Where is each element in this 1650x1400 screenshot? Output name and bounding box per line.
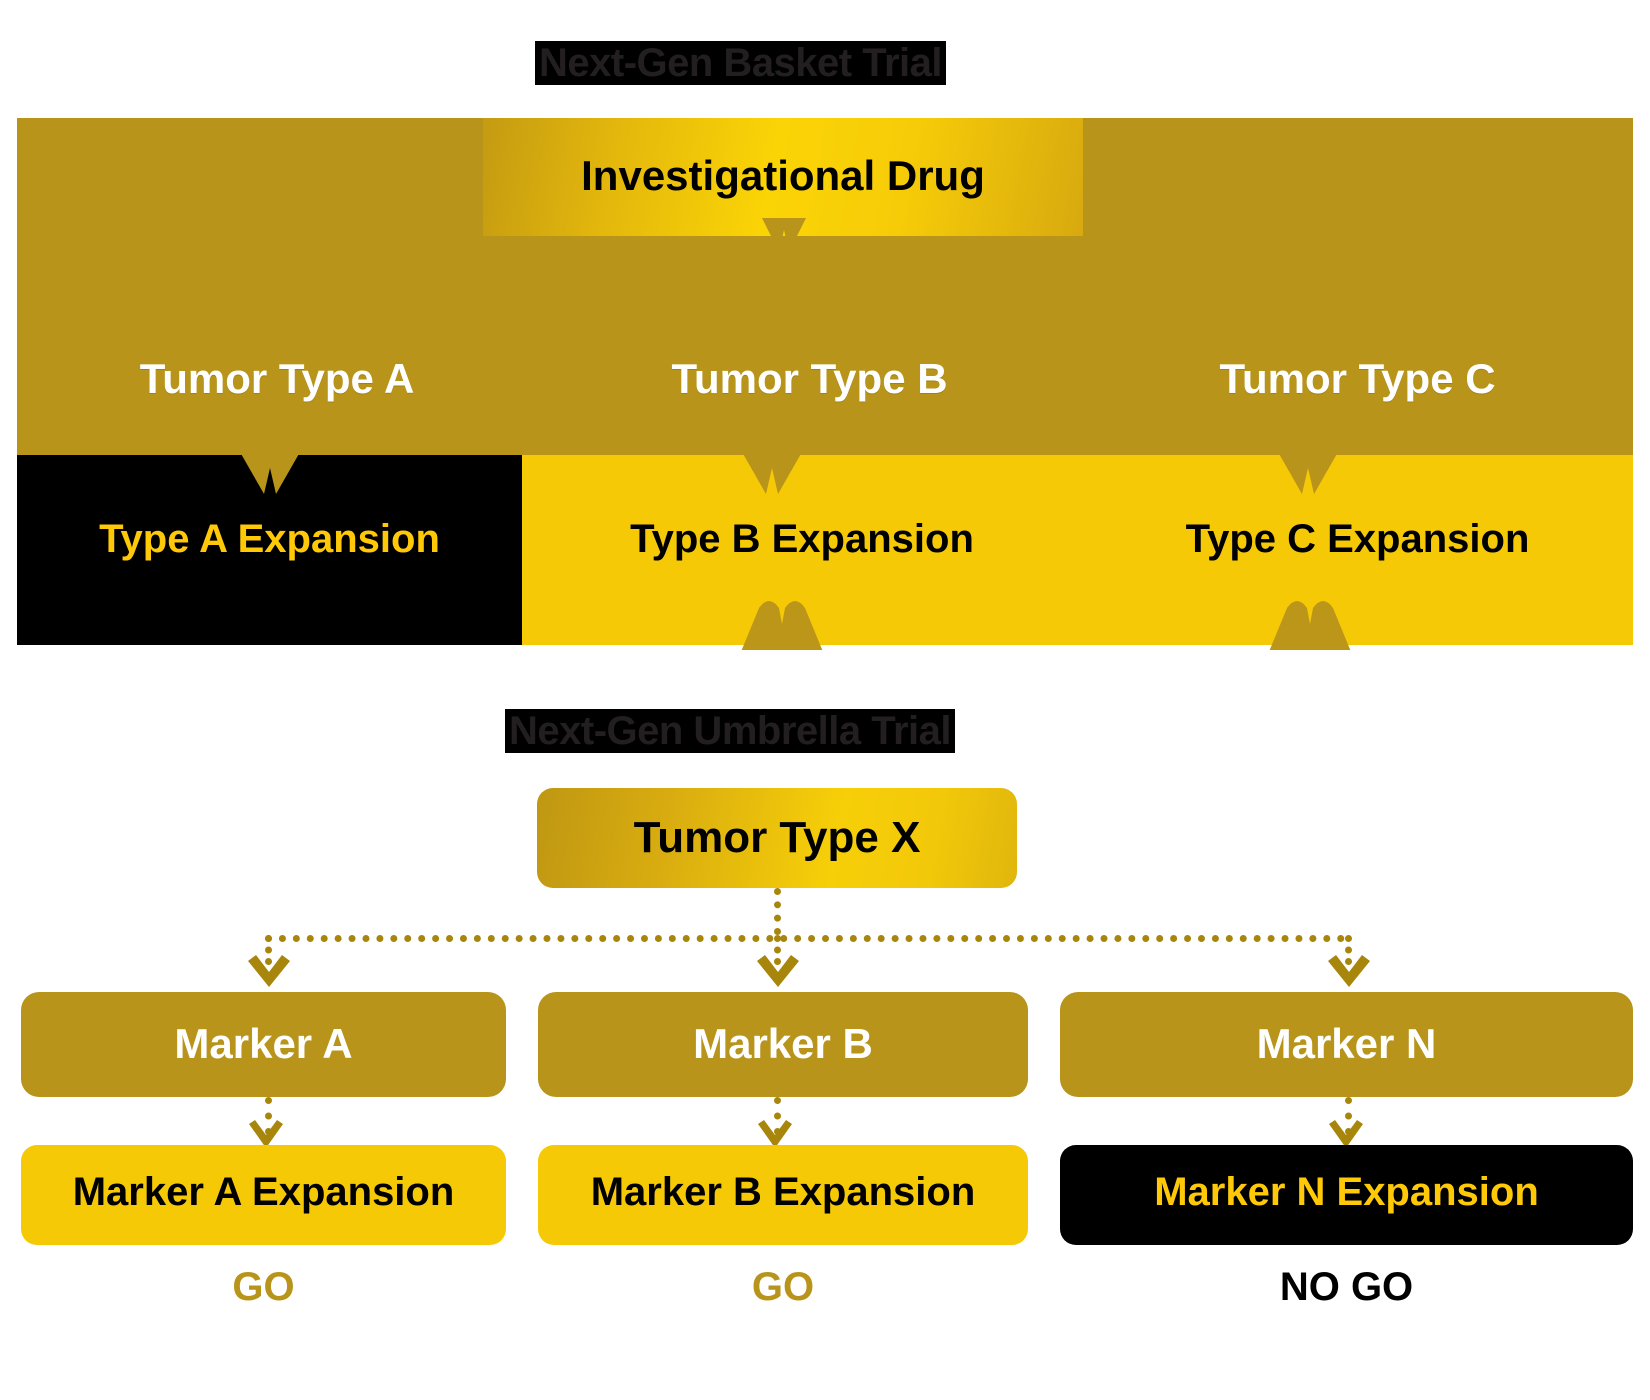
tumor-c-to-expansion-arrow-icon [1278,452,1338,494]
marker-a-box[interactable]: Marker A [21,992,506,1097]
marker-n-label: Marker N [1256,1020,1437,1067]
connector-marker-n-to-expansion [1345,1097,1352,1135]
marker-n-box[interactable]: Marker N [1060,992,1633,1097]
tumor-type-x-box[interactable]: Tumor Type X [537,788,1017,888]
marker-b-expansion-box[interactable]: Marker B Expansion [538,1145,1028,1245]
connector-bus [265,935,1345,942]
investigational-drug-box[interactable]: Investigational Drug [483,118,1083,236]
tumor-b-to-expansion-arrow-icon [742,452,802,494]
tumor-a-to-expansion-arrow-icon [240,452,300,494]
marker-a-label: Marker A [174,1020,353,1067]
type-a-expansion-box[interactable]: Type A Expansion [17,455,522,645]
basket-trial-title: Next-Gen Basket Trial [535,41,946,85]
arrow-down-to-marker-b-icon [757,955,799,987]
marker-a-verdict: GO [232,1265,295,1309]
arrow-down-to-marker-b-expansion-icon [758,1120,792,1148]
marker-a-expansion-box[interactable]: Marker A Expansion [21,1145,506,1245]
marker-b-verdict: GO [751,1265,815,1309]
type-c-expansion-box[interactable]: Type C Expansion [1082,455,1633,645]
connector-branch-b [774,935,781,965]
arrow-down-to-marker-a-icon [248,955,290,987]
connector-root-stem [774,888,781,935]
arrow-down-to-marker-n-icon [1328,955,1370,987]
tumor-type-b-label: Tumor Type B [671,355,948,402]
connector-marker-b-to-expansion [774,1097,781,1135]
connector-marker-a-to-expansion [265,1097,272,1135]
marker-a-expansion-label: Marker A Expansion [72,1170,455,1214]
tumor-type-x-label: Tumor Type X [633,813,921,862]
investigational-drug-label: Investigational Drug [581,152,985,199]
drug-to-tumor-arrow-icon [762,218,806,252]
type-a-expansion-label: Type A Expansion [99,517,440,561]
tumor-type-c-label: Tumor Type C [1219,355,1496,402]
arrow-down-to-marker-a-expansion-icon [249,1120,283,1148]
marker-b-box[interactable]: Marker B [538,992,1028,1097]
marker-n-expansion-label: Marker N Expansion [1154,1170,1539,1214]
tumor-type-a-label: Tumor Type A [139,355,415,402]
type-c-expansion-label: Type C Expansion [1185,517,1530,561]
type-b-expansion-clipped-arrow-icon [697,590,867,650]
type-c-expansion-clipped-arrow-icon [1225,590,1395,650]
connector-branch-a [265,935,272,965]
connector-branch-n [1345,935,1352,965]
marker-n-expansion-box[interactable]: Marker N Expansion [1060,1145,1633,1245]
umbrella-trial-title: Next-Gen Umbrella Trial [505,709,955,753]
marker-b-expansion-label: Marker B Expansion [590,1170,976,1214]
marker-b-label: Marker B [693,1020,873,1067]
type-b-expansion-label: Type B Expansion [630,517,974,561]
marker-n-verdict: NO GO [1279,1265,1414,1309]
arrow-down-to-marker-n-expansion-icon [1329,1120,1363,1148]
